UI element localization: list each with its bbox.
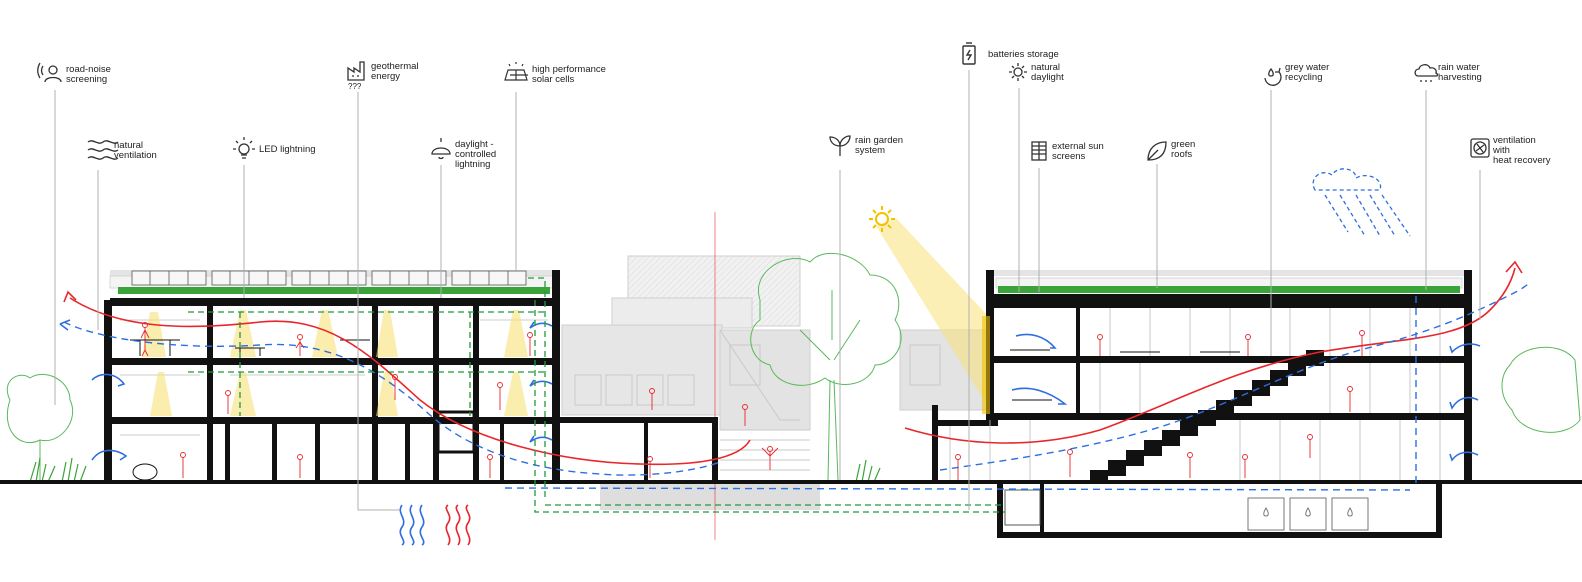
- bulb-icon: [233, 137, 255, 159]
- furniture: [130, 339, 1240, 481]
- solar-panels: [131, 270, 527, 286]
- rain-cloud: [1312, 168, 1411, 237]
- label-line: external sun: [1052, 141, 1104, 152]
- label-line: road-noise: [66, 64, 111, 75]
- label-line: green: [1171, 139, 1195, 150]
- fan-icon: [1470, 138, 1490, 158]
- label-line: energy: [371, 71, 400, 82]
- green-roof-left: [118, 287, 550, 294]
- label-line: with: [1492, 145, 1510, 156]
- label-line: recycling: [1285, 72, 1323, 83]
- sun-icon: [1009, 63, 1027, 81]
- factory-icon: [347, 61, 365, 81]
- label-line: ventilation: [1493, 135, 1536, 146]
- battery-room: [1004, 489, 1041, 526]
- label-line: solar cells: [532, 74, 574, 85]
- label-line: heat recovery: [1493, 155, 1551, 166]
- light-cones: [142, 310, 990, 416]
- leaf-icon: [1147, 141, 1167, 161]
- label-line: daylight -: [455, 139, 494, 150]
- label-line: LED lightning: [259, 144, 316, 155]
- label-line: grey water: [1285, 62, 1329, 73]
- pendant-lamp-icon: [431, 138, 451, 160]
- battery-icon: [962, 42, 976, 65]
- wind-waves-icon: [87, 140, 119, 160]
- left-tree: [6, 373, 74, 482]
- label-line: screening: [66, 74, 107, 85]
- label-line: batteries storage: [988, 49, 1059, 60]
- water-recycle-icon: [1264, 67, 1282, 86]
- label-line: system: [855, 145, 885, 156]
- geothermal-flows: [399, 504, 471, 546]
- label-line: natural: [114, 140, 143, 151]
- context-buildings: [561, 212, 991, 540]
- courtyard-tree: [750, 252, 902, 481]
- label-line: rain water: [1438, 62, 1480, 73]
- cool-airflow: [63, 281, 1531, 491]
- energy-lines: [188, 277, 1005, 513]
- person-sound-icon: [37, 62, 62, 83]
- louver-screen-icon: [1031, 141, 1047, 161]
- right-building: [932, 270, 1472, 482]
- label-line: lightning: [455, 159, 490, 170]
- rain-cloud-icon: [1414, 64, 1439, 82]
- label-geothermal-note: ???: [348, 82, 362, 91]
- shrubs: [29, 457, 881, 483]
- label-line: ventilation: [114, 150, 157, 161]
- cool-arrows: [59, 319, 1481, 462]
- leader-lines: [54, 70, 1481, 511]
- sunlight: [869, 206, 990, 410]
- label-line: screens: [1052, 151, 1086, 162]
- label-line: controlled: [455, 149, 496, 160]
- green-roof-right: [998, 286, 1460, 293]
- right-tree: [1501, 346, 1581, 433]
- warm-airflow: [63, 260, 1523, 466]
- solar-panel-icon: [504, 62, 528, 81]
- water-tanks: [1247, 497, 1369, 531]
- label-line: high performance: [532, 64, 606, 75]
- label-batteries: batteries storage: [988, 49, 1059, 60]
- label-line: natural: [1031, 62, 1060, 73]
- label-line: geothermal: [371, 61, 419, 72]
- label-line: roofs: [1171, 149, 1192, 160]
- label-led: LED lightning: [259, 144, 316, 155]
- sprout-icon: [829, 135, 851, 156]
- occupants: [140, 322, 1365, 480]
- ground: [0, 480, 1582, 538]
- label-line: rain garden: [855, 135, 903, 146]
- sun-icon: [875, 212, 889, 226]
- label-line: harvesting: [1438, 72, 1482, 83]
- label-line: daylight: [1031, 72, 1064, 83]
